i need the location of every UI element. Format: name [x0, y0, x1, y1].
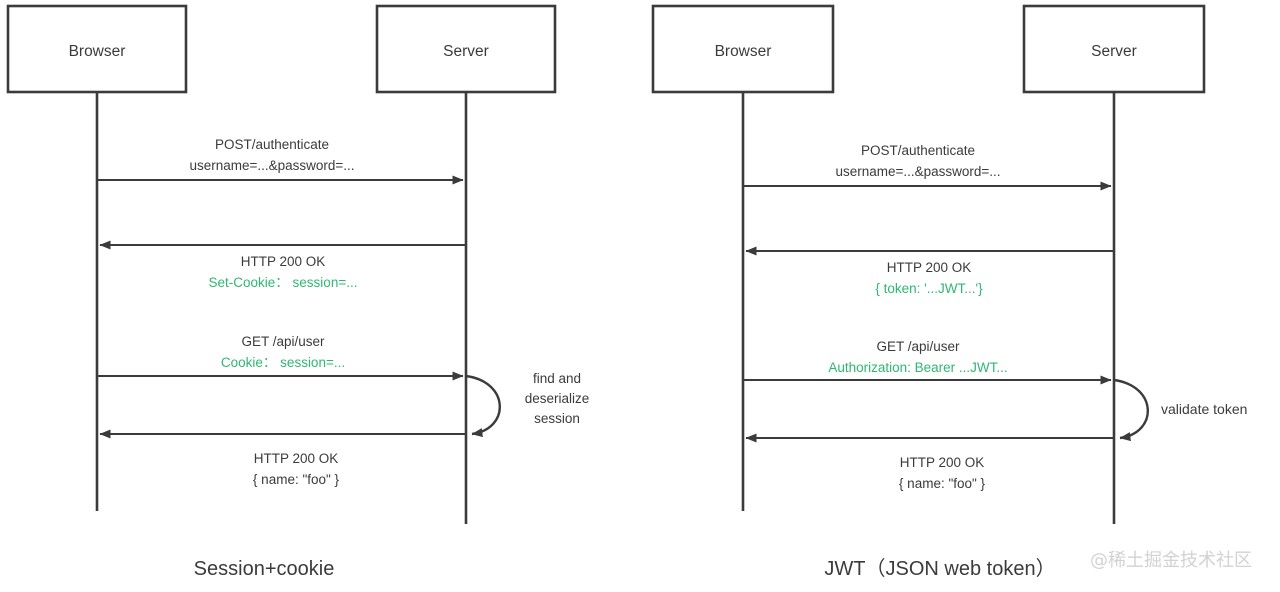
- self-loop-note-line-3: session: [534, 411, 580, 426]
- self-loop-arc: [1113, 378, 1149, 442]
- message-auth-request-left: POST/authenticate username=...&password=…: [97, 137, 464, 185]
- panel-session-cookie: Browser Server POST/authenticate usernam…: [6, 4, 590, 580]
- actor-browser-right: Browser: [651, 4, 835, 94]
- actor-label-server: Server: [443, 43, 489, 60]
- message-api-request-right: GET /api/user Authorization: Bearer ...J…: [743, 339, 1112, 385]
- message-line-1: GET /api/user: [241, 334, 325, 349]
- message-line-2: username=...&password=...: [835, 164, 1000, 179]
- actor-box-server: [375, 4, 557, 94]
- actor-box-server: [1022, 4, 1206, 94]
- message-api-response-right: HTTP 200 OK { name: "foo" }: [745, 433, 1114, 491]
- actor-label-server: Server: [1091, 43, 1137, 60]
- self-loop-note-line-1: validate token: [1161, 401, 1247, 417]
- actor-browser-left: Browser: [6, 4, 188, 94]
- message-line-1: POST/authenticate: [215, 137, 329, 152]
- message-line-1: HTTP 200 OK: [241, 254, 326, 269]
- message-line-1: HTTP 200 OK: [900, 455, 985, 470]
- actor-box-browser: [6, 4, 188, 94]
- message-auth-response-right: HTTP 200 OK { token: '...JWT...'}: [745, 246, 1114, 296]
- panel-caption-jwt: JWT（JSON web token）: [824, 557, 1055, 580]
- message-line-2: { name: "foo" }: [253, 472, 340, 487]
- actor-server-right: Server: [1022, 4, 1206, 94]
- self-loop-server-left: find and deserialize session: [465, 371, 590, 438]
- message-line-1: POST/authenticate: [861, 143, 975, 158]
- message-api-request-left: GET /api/user Cookie： session=...: [97, 334, 464, 381]
- actor-label-browser: Browser: [715, 43, 772, 60]
- self-loop-arc: [465, 374, 501, 438]
- message-line-1: GET /api/user: [876, 339, 960, 354]
- message-auth-response-left: HTTP 200 OK Set-Cookie： session=...: [99, 240, 466, 290]
- message-line-1: HTTP 200 OK: [254, 451, 339, 466]
- message-api-response-left: HTTP 200 OK { name: "foo" }: [99, 429, 466, 487]
- message-line-2: { token: '...JWT...'}: [875, 281, 983, 296]
- message-line-2: Authorization: Bearer ...JWT...: [828, 360, 1007, 375]
- panel-caption-session-cookie: Session+cookie: [194, 558, 335, 580]
- message-auth-request-right: POST/authenticate username=...&password=…: [743, 143, 1112, 191]
- panel-jwt: Browser Server POST/authenticate usernam…: [651, 4, 1247, 580]
- message-line-2: username=...&password=...: [189, 158, 354, 173]
- message-line-2: { name: "foo" }: [899, 476, 986, 491]
- self-loop-note-line-1: find and: [533, 371, 581, 386]
- self-loop-note-line-2: deserialize: [525, 391, 590, 406]
- actor-label-browser: Browser: [69, 43, 126, 60]
- actor-box-browser: [651, 4, 835, 94]
- self-loop-server-right: validate token: [1113, 378, 1247, 442]
- watermark-label: @稀土掘金技术社区: [1090, 550, 1252, 571]
- message-line-2: Set-Cookie： session=...: [209, 275, 358, 290]
- message-line-2: Cookie： session=...: [221, 355, 345, 370]
- message-line-1: HTTP 200 OK: [887, 260, 972, 275]
- actor-server-left: Server: [375, 4, 557, 94]
